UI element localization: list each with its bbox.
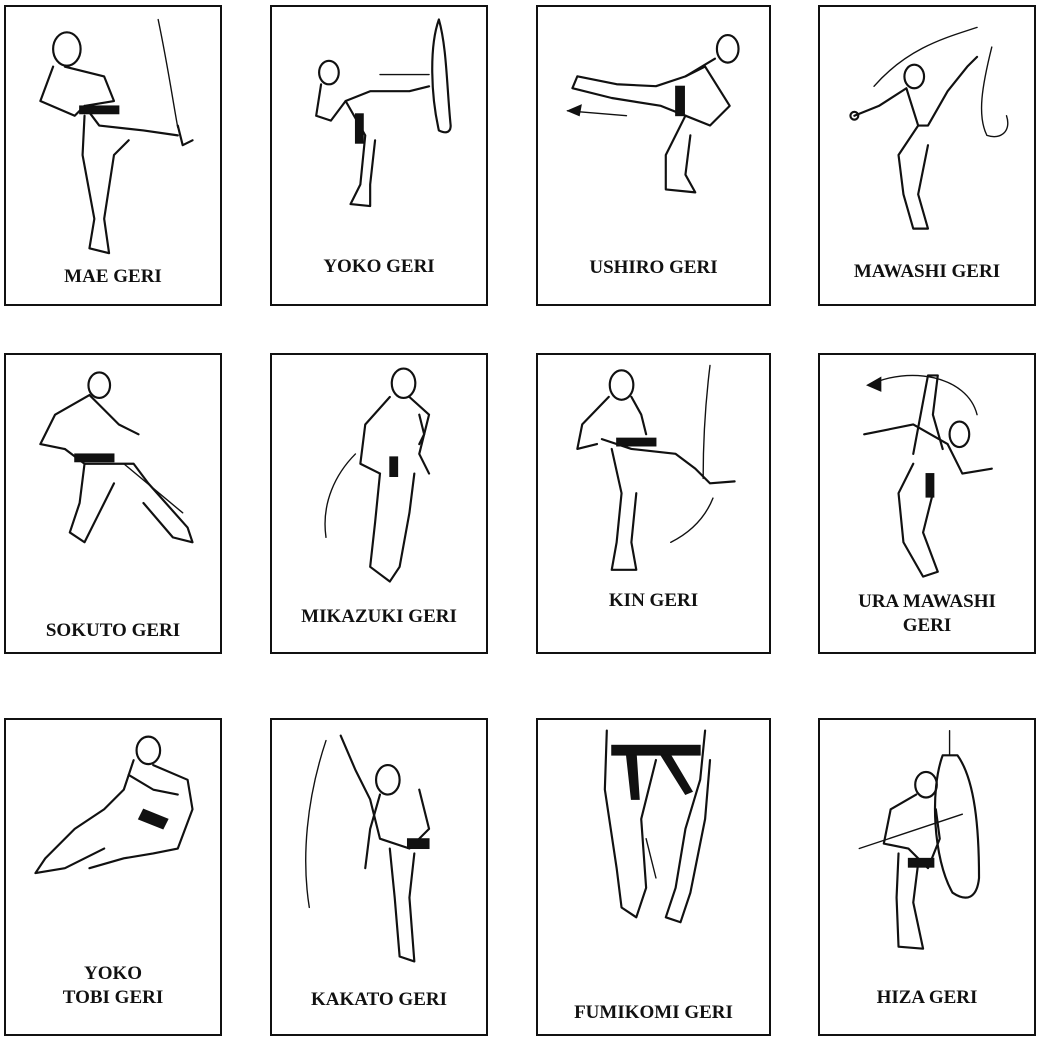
mae-geri-illustration — [39, 18, 194, 255]
kick-label: HIZA GERI — [876, 987, 978, 1008]
ushiro-geri-illustration — [566, 34, 740, 194]
kick-card-kin-geri: KIN GERI — [536, 353, 771, 654]
kick-card-yoko-tobi-geri: YOKO TOBI GERI — [4, 718, 222, 1036]
kin-geri-illustration — [576, 364, 736, 571]
kick-card-yoko-geri: YOKO GERI — [270, 5, 488, 306]
kick-card-kakato-geri: KAKATO GERI — [270, 718, 488, 1036]
kick-card-ura-mawashi-geri: URA MAWASHI GERI — [818, 353, 1036, 654]
kick-label: FUMIKOMI GERI — [574, 1002, 733, 1023]
kick-card-hiza-geri: HIZA GERI — [818, 718, 1036, 1036]
kick-label: MAWASHI GERI — [853, 261, 1001, 282]
kick-card-fumikomi-geri: FUMIKOMI GERI — [536, 718, 771, 1036]
kick-label: MIKAZUKI GERI — [301, 606, 457, 627]
yoko-tobi-geri-illustration — [34, 735, 194, 875]
kick-label: YOKO TOBI GERI — [62, 963, 164, 1008]
yoko-geri-illustration — [315, 18, 452, 208]
kick-label: URA MAWASHI GERI — [858, 591, 996, 636]
kick-card-ushiro-geri: USHIRO GERI — [536, 5, 771, 306]
kick-card-mae-geri: MAE GERI — [4, 5, 222, 306]
kick-label: KAKATO GERI — [310, 989, 447, 1010]
sokuto-geri-illustration — [39, 371, 194, 544]
kick-card-mikazuki-geri: MIKAZUKI GERI — [270, 353, 488, 654]
kakato-geri-illustration — [305, 734, 431, 963]
kick-label: SOKUTO GERI — [45, 620, 181, 641]
kick-card-mawashi-geri: MAWASHI GERI — [818, 5, 1036, 306]
kick-label: MAE GERI — [64, 266, 162, 287]
kick-label: USHIRO GERI — [589, 257, 718, 278]
kick-label: KIN GERI — [608, 590, 699, 611]
hiza-geri-illustration — [858, 730, 981, 950]
mikazuki-geri-illustration — [324, 367, 431, 583]
mawashi-geri-illustration — [849, 26, 1009, 230]
kick-card-sokuto-geri: SOKUTO GERI — [4, 353, 222, 654]
fumikomi-geri-illustration — [603, 729, 712, 924]
ura-mawashi-geri-illustration — [863, 374, 993, 578]
kick-label: YOKO GERI — [323, 256, 435, 277]
